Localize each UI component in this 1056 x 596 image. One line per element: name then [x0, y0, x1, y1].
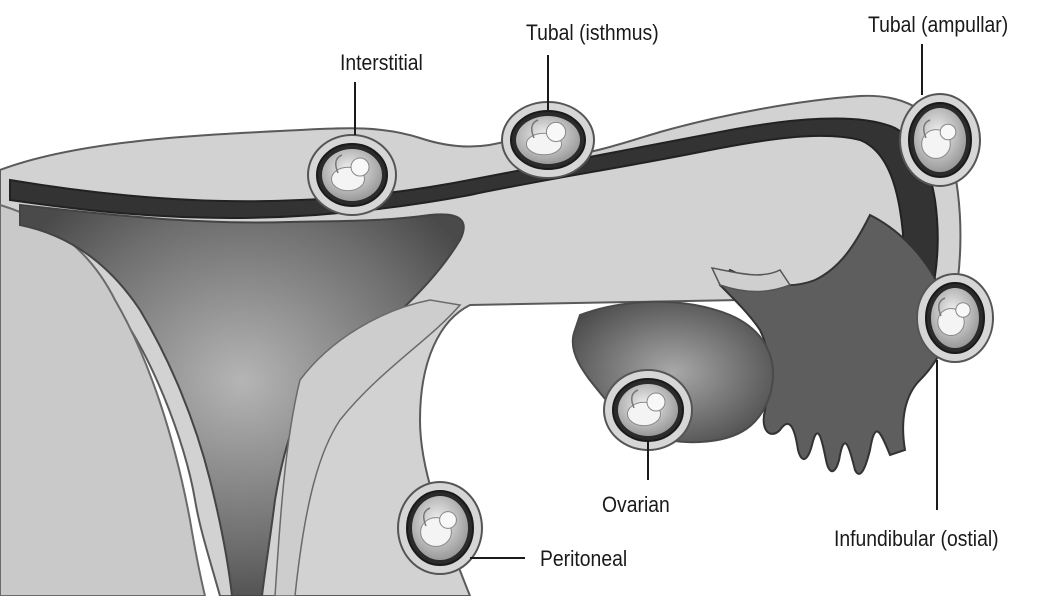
- embryo-head: [940, 124, 956, 140]
- label-tubal-ampullar: Tubal (ampullar): [868, 13, 1008, 37]
- embryo-head: [351, 158, 369, 176]
- sac-peritoneal: [398, 482, 482, 574]
- embryo-head: [647, 393, 665, 411]
- embryo-head: [440, 512, 457, 529]
- sac-infundibular: [917, 274, 993, 362]
- sac-ovarian: [604, 370, 692, 450]
- label-peritoneal: Peritoneal: [540, 547, 627, 571]
- sac-tubal-ampullar: [900, 94, 980, 186]
- label-ovarian: Ovarian: [602, 493, 670, 517]
- label-interstitial: Interstitial: [340, 51, 423, 75]
- embryo-head: [956, 303, 970, 317]
- sac-interstitial: [308, 135, 396, 215]
- label-tubal-isthmus: Tubal (isthmus): [526, 21, 659, 45]
- embryo-head: [546, 122, 565, 141]
- sac-tubal-isthmus: [502, 102, 594, 178]
- label-infundibular: Infundibular (ostial): [834, 527, 999, 551]
